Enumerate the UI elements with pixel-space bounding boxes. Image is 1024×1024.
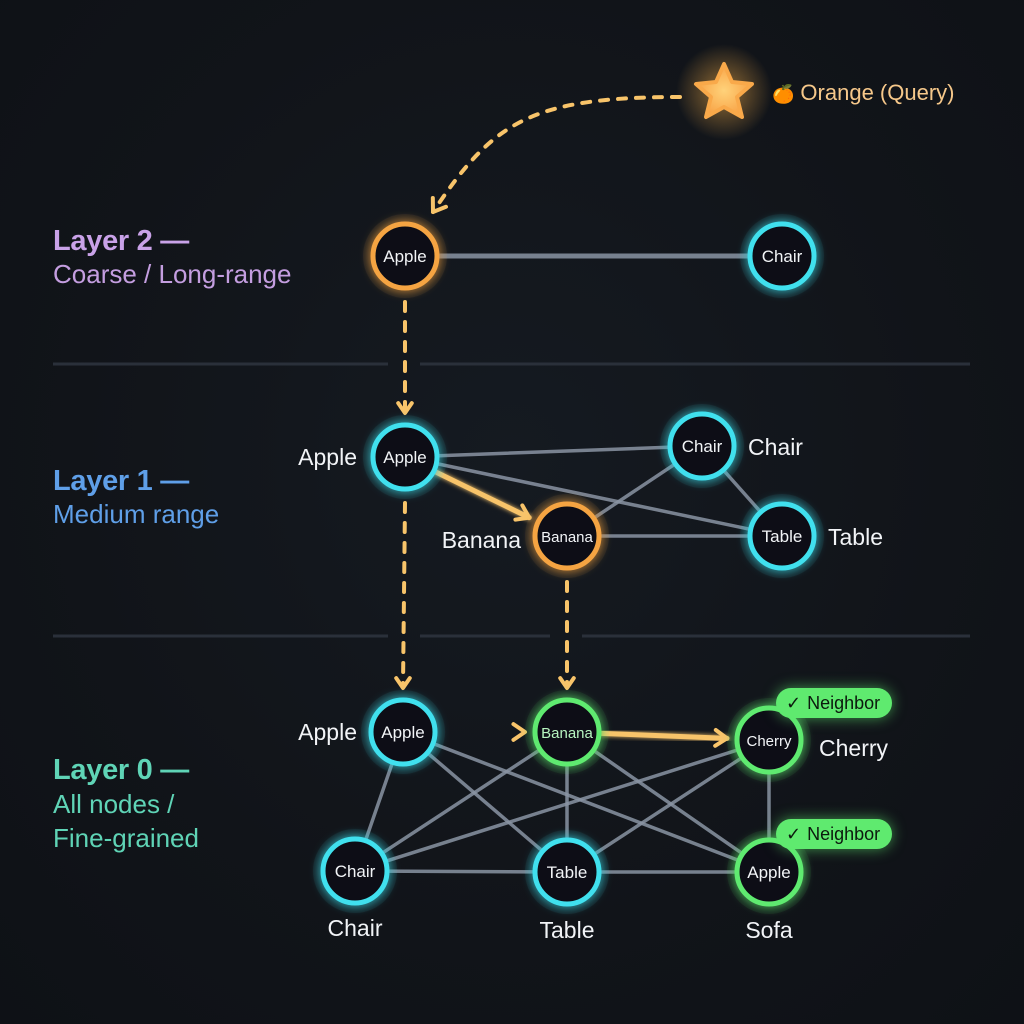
node-circle [734,705,804,775]
layer-1-label: Layer 1 — Medium range [53,464,219,530]
node-side-label: Sofa [745,917,793,943]
layer-separators [53,362,970,638]
node-l1-apple[interactable]: Apple Apple [298,415,447,499]
layer-0-subtitle: All nodes / Fine-grained [53,788,199,853]
descent-query-to-l2-apple [431,95,682,214]
edge-l0-apple-l0-table [401,730,569,874]
node-side-label: Table [540,917,595,943]
orange-icon: 🍊 [772,84,795,104]
node-circle [734,837,804,907]
layer-2-subtitle: Coarse / Long-range [53,258,292,289]
edge-l0-banana-l0-sofa [565,730,771,874]
arrowhead-icon [394,676,412,690]
node-circle [532,697,602,767]
node-circle [370,221,440,291]
neighbor-badge-text: Neighbor [807,824,881,844]
arrowhead-icon [713,727,730,748]
greedy-step-l1-apple-l1-banana [433,469,532,521]
edge-l1-apple-l1-chair [403,444,704,459]
node-l0-apple[interactable]: Apple Apple [298,690,445,774]
node-l1-table[interactable]: Table Table [740,494,883,578]
check-icon: ✓ [786,824,802,844]
node-label: Table [547,863,588,882]
node-side-label: Apple [298,719,357,745]
layer-2-title: Layer 2 — [53,225,189,257]
layer-1-subtitle: Medium range [53,498,220,529]
arrowhead-icon [396,401,414,415]
node-circle [532,501,602,571]
node-label: Banana [541,725,593,742]
query-star[interactable] [676,44,772,140]
query-label: 🍊Orange (Query) [772,80,954,106]
node-circle [370,422,440,492]
node-l1-chair[interactable]: Chair Chair [660,404,803,488]
neighbor-badge-cherry: ✓Neighbor [776,688,893,718]
edge-l0-cherry-l0-table [565,738,771,874]
node-side-label: Chair [748,434,803,460]
edge-l0-chair-l0-table [353,869,569,874]
node-label: Apple [383,247,426,266]
check-icon: ✓ [786,693,802,713]
edge-l0-cherry-l0-chair [353,738,771,873]
arrowhead-icon [511,722,527,742]
node-circle [747,501,817,571]
node-label: Cherry [746,733,792,750]
descent-l1-apple-l0-apple [401,501,407,688]
node-circle [747,221,817,291]
neighbor-badge-text: Neighbor [807,693,881,713]
arrowhead-icon [513,503,532,522]
node-label: Chair [762,247,803,266]
node-side-label: Apple [298,444,357,470]
search-path [394,95,730,748]
layer-0-title: Layer 0 — [53,754,189,786]
node-side-label: Banana [442,527,522,553]
layer-0-label: Layer 0 — All nodes / Fine-grained [53,753,199,855]
node-side-label: Table [828,524,883,550]
node-circle [532,837,602,907]
edge-l0-banana-l0-chair [353,730,569,873]
layer-1-title: Layer 1 — [53,465,189,497]
arrowhead-icon [558,676,576,690]
node-l0-cherry[interactable]: Cherry Cherry [727,698,889,782]
edge-l1-apple-l1-table [403,455,784,538]
node-circle [667,411,737,481]
node-label: Apple [383,448,426,467]
layer-2-label: Layer 2 — Coarse / Long-range [53,224,291,290]
node-label: Banana [541,529,593,546]
node-label: Apple [381,723,424,742]
node-label: Chair [335,862,376,881]
node-l0-banana[interactable]: Banana [525,690,609,774]
node-label: Table [762,527,803,546]
neighbor-badge-sofa: ✓Neighbor [776,819,893,849]
query-label-text: Orange (Query) [800,80,955,105]
node-label: Apple [747,863,790,882]
node-side-label: Chair [328,915,383,941]
node-l2-apple[interactable]: Apple [363,214,447,298]
edge-l0-apple-l0-sofa [401,730,771,874]
arrowhead-icon [430,196,448,214]
greedy-step-l0-banana-l0-cherry [598,730,730,741]
node-side-label: Cherry [819,735,889,761]
node-circle [320,836,390,906]
node-l1-banana[interactable]: Banana Banana [442,494,609,578]
node-label: Chair [682,437,723,456]
star-icon[interactable] [694,62,754,119]
node-circle [368,697,438,767]
node-l2-chair[interactable]: Chair [740,214,824,298]
